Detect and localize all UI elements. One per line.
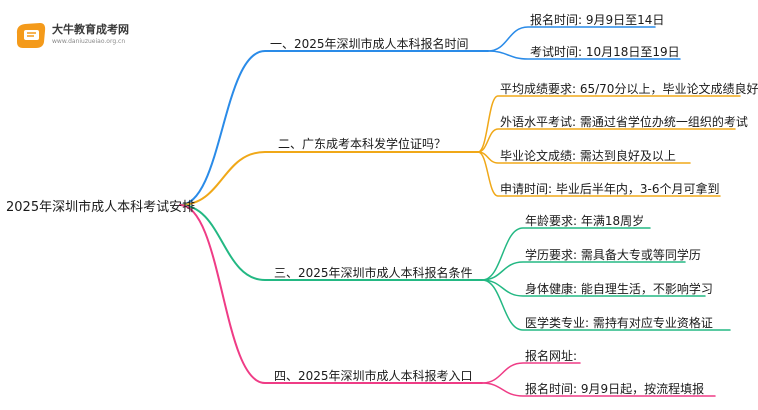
branch-2-leaf-2-line — [477, 128, 736, 153]
leaf-4-2: 报名时间: 9月9日起，按流程填报 — [525, 382, 705, 396]
branch-2-leaf-4-line — [477, 151, 721, 197]
leaf-3-4: 医学类专业: 需持有对应专业资格证 — [525, 316, 713, 330]
branch-1-label: 一、2025年深圳市成人本科报名时间 — [270, 37, 469, 51]
leaf-3-3: 身体健康: 能自理生活，不影响学习 — [525, 282, 713, 296]
leaf-3-1: 年龄要求: 年满18周岁 — [525, 214, 645, 228]
branch-2-label: 二、广东成考本科发学位证吗？ — [278, 137, 447, 151]
root-to-branch-4-line — [179, 204, 483, 384]
branch-3-label: 三、2025年深圳市成人本科报名条件 — [274, 266, 473, 280]
leaf-2-2: 外语水平考试: 需通过省学位办统一组织的考试 — [500, 115, 748, 129]
root-to-branch-2-line — [179, 151, 479, 206]
root-to-branch-1-line — [179, 50, 489, 206]
logo-name: 大牛教育成考网 — [52, 23, 129, 36]
branch-4-leaf-1-line — [481, 362, 581, 384]
root-node: 2025年深圳市成人本科考试安排 — [6, 200, 196, 215]
branch-1-leaf-2-line — [487, 50, 681, 60]
branch-4-label: 四、2025年深圳市成人本科报考入口 — [274, 369, 473, 383]
leaf-4-1: 报名网址: — [525, 349, 578, 363]
branch-3-leaf-2-line — [481, 261, 686, 281]
logo-url: www.daniuzueiao.org.cn — [52, 38, 126, 45]
leaf-3-2: 学历要求: 需具备大专或等同学历 — [525, 248, 701, 262]
branch-1-leaf-1-line — [487, 26, 656, 52]
leaf-2-3: 毕业论文成绩: 需达到良好及以上 — [500, 149, 676, 163]
branch-2-leaf-1-line — [477, 95, 741, 153]
root-to-branch-3-line — [179, 204, 483, 281]
site-logo: 大牛教育成考网 www.daniuzueiao.org.cn — [14, 18, 144, 52]
leaf-1-2: 考试时间: 10月18日至19日 — [530, 45, 680, 59]
logo-badge-icon — [16, 23, 46, 48]
branch-4-leaf-2-line — [481, 382, 716, 397]
branch-3-leaf-3-line — [481, 279, 706, 297]
leaf-1-1: 报名时间: 9月9日至14日 — [530, 13, 665, 27]
branch-3-leaf-4-line — [481, 279, 731, 331]
branch-3-leaf-1-line — [481, 227, 651, 281]
leaf-2-4: 申请时间: 毕业后半年内，3-6个月可拿到 — [500, 182, 720, 196]
leaf-2-1: 平均成绩要求: 65/70分以上，毕业论文成绩良好 — [500, 82, 758, 96]
